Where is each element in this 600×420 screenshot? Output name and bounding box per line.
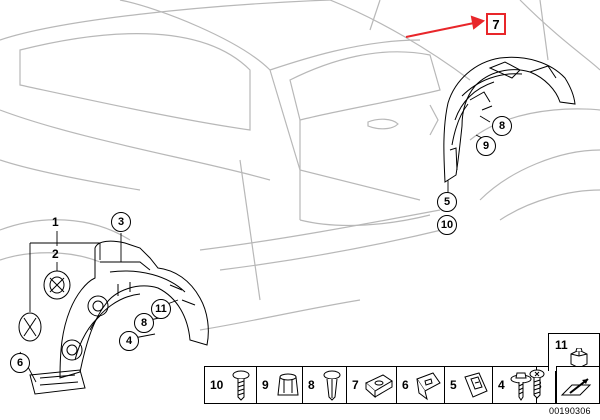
callout-10-right: 10 bbox=[437, 215, 457, 235]
callout-11-left: 11 bbox=[151, 299, 171, 319]
callout-9-right: 9 bbox=[476, 136, 496, 156]
screw-icon bbox=[529, 369, 545, 399]
callout-8-left: 8 bbox=[134, 313, 154, 333]
part-number: 10 bbox=[210, 378, 224, 392]
highlight-part-number: 7 bbox=[486, 13, 506, 35]
nut-icon bbox=[277, 373, 299, 396]
callout-3: 3 bbox=[111, 212, 131, 232]
navigation-arrow-box bbox=[556, 366, 600, 404]
part-number: 8 bbox=[308, 378, 315, 392]
callout-1: 1 bbox=[52, 215, 59, 229]
arrow-icon bbox=[560, 378, 592, 396]
callout-6: 6 bbox=[10, 353, 30, 373]
callout-5-right: 5 bbox=[437, 192, 457, 212]
diagram-code: 00190306 bbox=[549, 406, 591, 416]
part-cell: 5 bbox=[445, 367, 493, 403]
part-cell: 7 bbox=[347, 367, 397, 403]
expanding-rivet-icon bbox=[323, 370, 341, 401]
part-number: 5 bbox=[450, 378, 457, 392]
callout-4: 4 bbox=[119, 331, 139, 351]
part-number: 11 bbox=[555, 338, 568, 352]
clip-nut-icon bbox=[365, 374, 393, 399]
washer-screw-icon bbox=[510, 372, 532, 401]
part-number: 4 bbox=[498, 378, 505, 392]
part-cell: 6 bbox=[397, 367, 445, 403]
part-cell: 10 bbox=[205, 367, 257, 403]
part-number: 6 bbox=[402, 378, 409, 392]
hex-nut-icon bbox=[570, 348, 588, 369]
part-cell: 9 bbox=[257, 367, 303, 403]
spring-nut-icon bbox=[416, 372, 441, 401]
screw-icon bbox=[232, 370, 250, 401]
part-cell: 8 bbox=[303, 367, 347, 403]
callout-2: 2 bbox=[52, 247, 59, 261]
spring-clip-icon bbox=[464, 372, 488, 398]
callout-8-right: 8 bbox=[492, 116, 512, 136]
small-parts-legend: 10 9 8 7 bbox=[204, 366, 556, 404]
part-number: 9 bbox=[262, 378, 269, 392]
part-number: 7 bbox=[352, 378, 359, 392]
